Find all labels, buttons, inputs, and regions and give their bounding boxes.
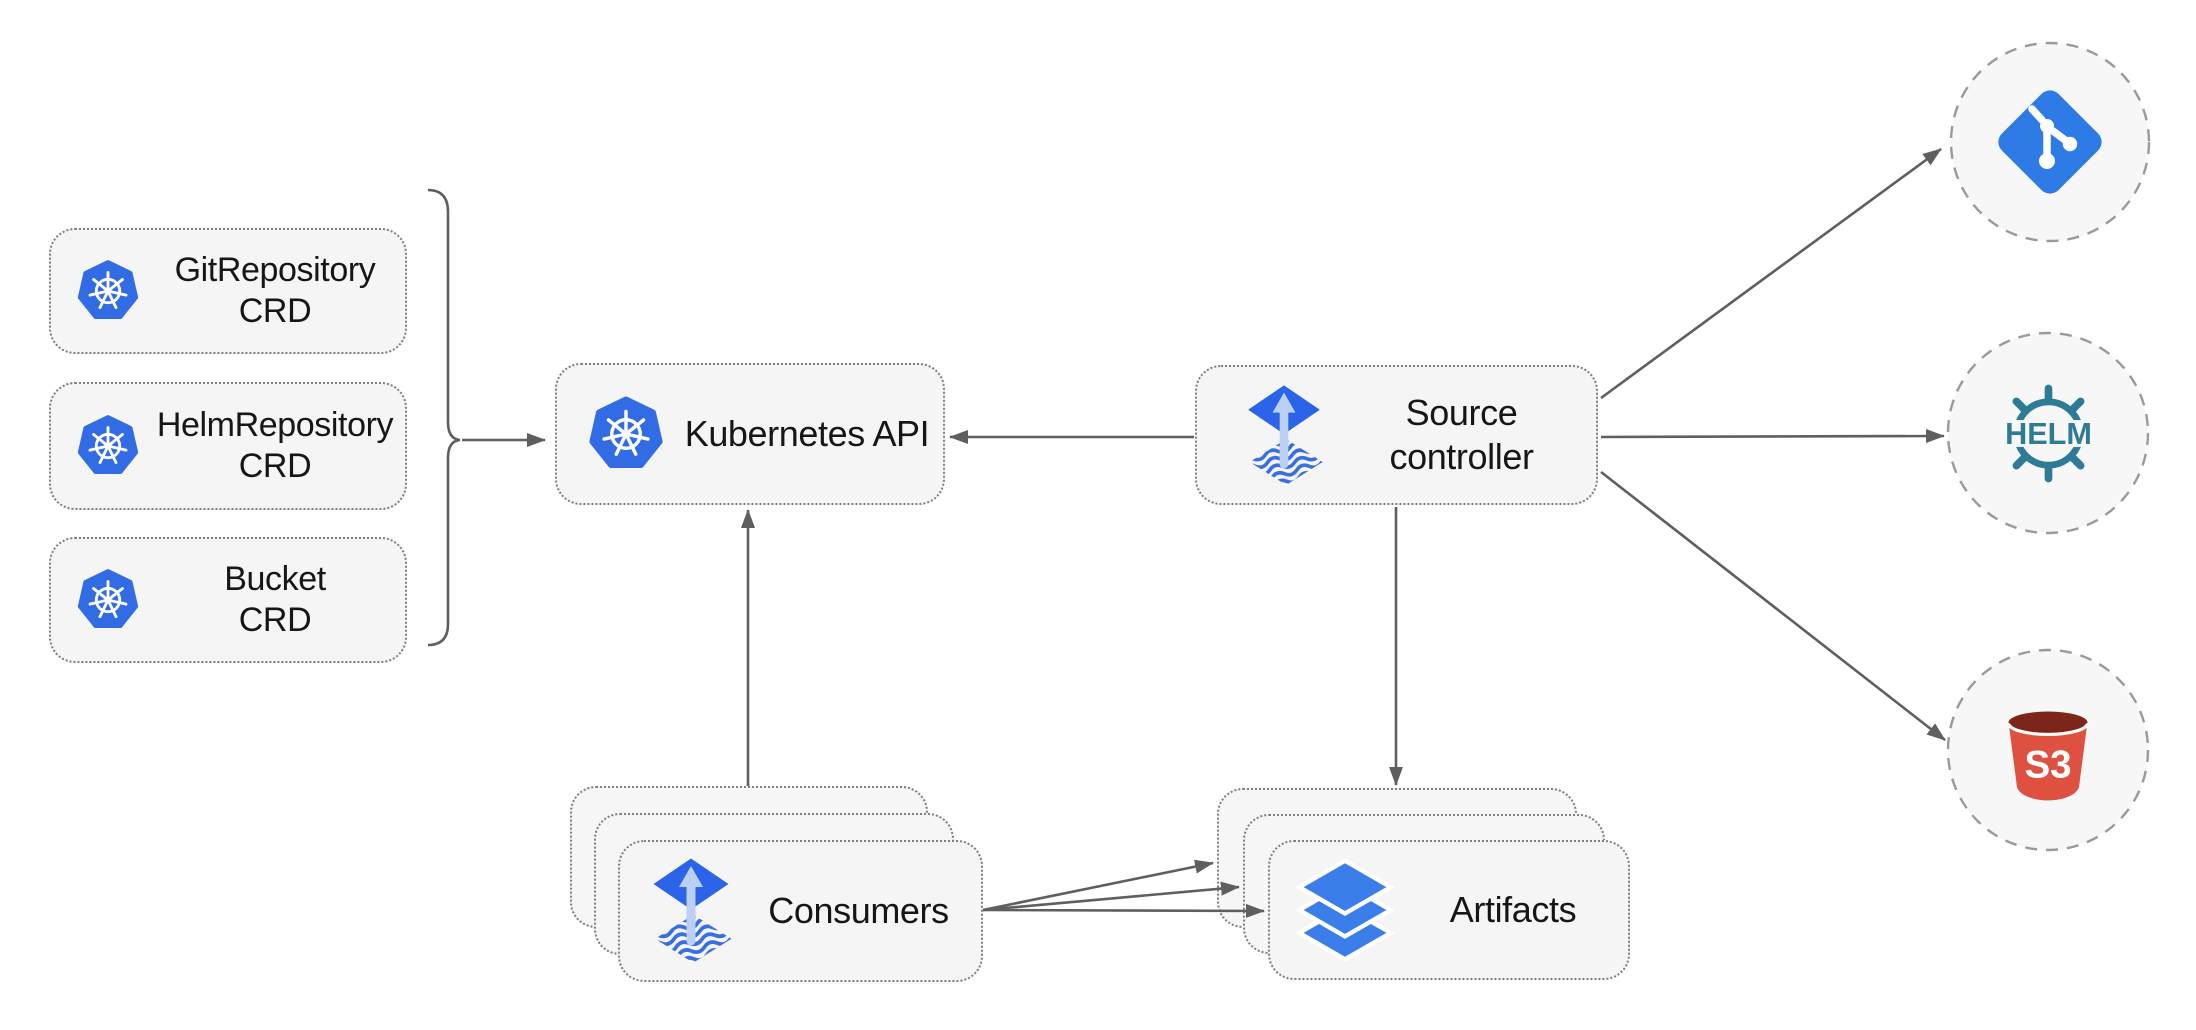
crd-box-helmrepository: HelmRepository CRD (49, 382, 407, 510)
crd-name: Bucket (224, 559, 326, 598)
crd-type: CRD (238, 601, 312, 639)
crd-box-bucket: Bucket CRD (49, 537, 407, 663)
helm-text: HELM (2005, 417, 2092, 451)
artifacts-label: Artifacts (1449, 889, 1577, 931)
kubernetes-icon (71, 409, 145, 483)
crd-box-gitrepository: GitRepository CRD (49, 228, 407, 354)
crd-name: HelmRepository (156, 405, 394, 444)
crd-type: CRD (238, 292, 312, 330)
source-controller-line2: controller (1389, 436, 1534, 477)
source-controller-label: Source controller (1327, 391, 1596, 479)
kubernetes-icon (581, 389, 671, 479)
crd-box-label: HelmRepository CRD (145, 405, 405, 488)
arrow-source-to-git (1600, 147, 1942, 400)
arrow-consumers-to-artifacts-2 (982, 881, 1240, 912)
s3-bucket-icon: S3 (2006, 711, 2090, 801)
helm-icon: HELM (1998, 384, 2099, 483)
arrow-source-to-s3 (1600, 470, 1946, 742)
arrow-source-to-helm (1600, 429, 1945, 444)
git-icon (1998, 90, 2102, 194)
consumers-label: Consumers (768, 890, 949, 932)
artifacts-box: Artifacts (1268, 840, 1630, 980)
s3-text: S3 (2024, 744, 2071, 787)
crd-box-label: GitRepository CRD (145, 250, 405, 333)
crd-name: GitRepository (174, 250, 376, 289)
kubernetes-api-label: Kubernetes API (684, 413, 930, 455)
kubernetes-api-box: Kubernetes API (555, 363, 945, 505)
layers-icon (1292, 859, 1398, 961)
crd-group-brace (427, 188, 461, 647)
consumers-box: Consumers (618, 840, 983, 982)
arrow-consumers-to-artifacts-1 (982, 859, 1214, 912)
crd-box-label: Bucket CRD (145, 559, 405, 642)
crd-type: CRD (238, 447, 312, 485)
flux-icon (646, 854, 736, 968)
kubernetes-icon (71, 563, 145, 637)
source-controller-line1: Source (1405, 392, 1518, 434)
source-controller-box: Source controller (1195, 365, 1598, 505)
flux-icon (1241, 381, 1327, 490)
kubernetes-icon (71, 254, 145, 328)
